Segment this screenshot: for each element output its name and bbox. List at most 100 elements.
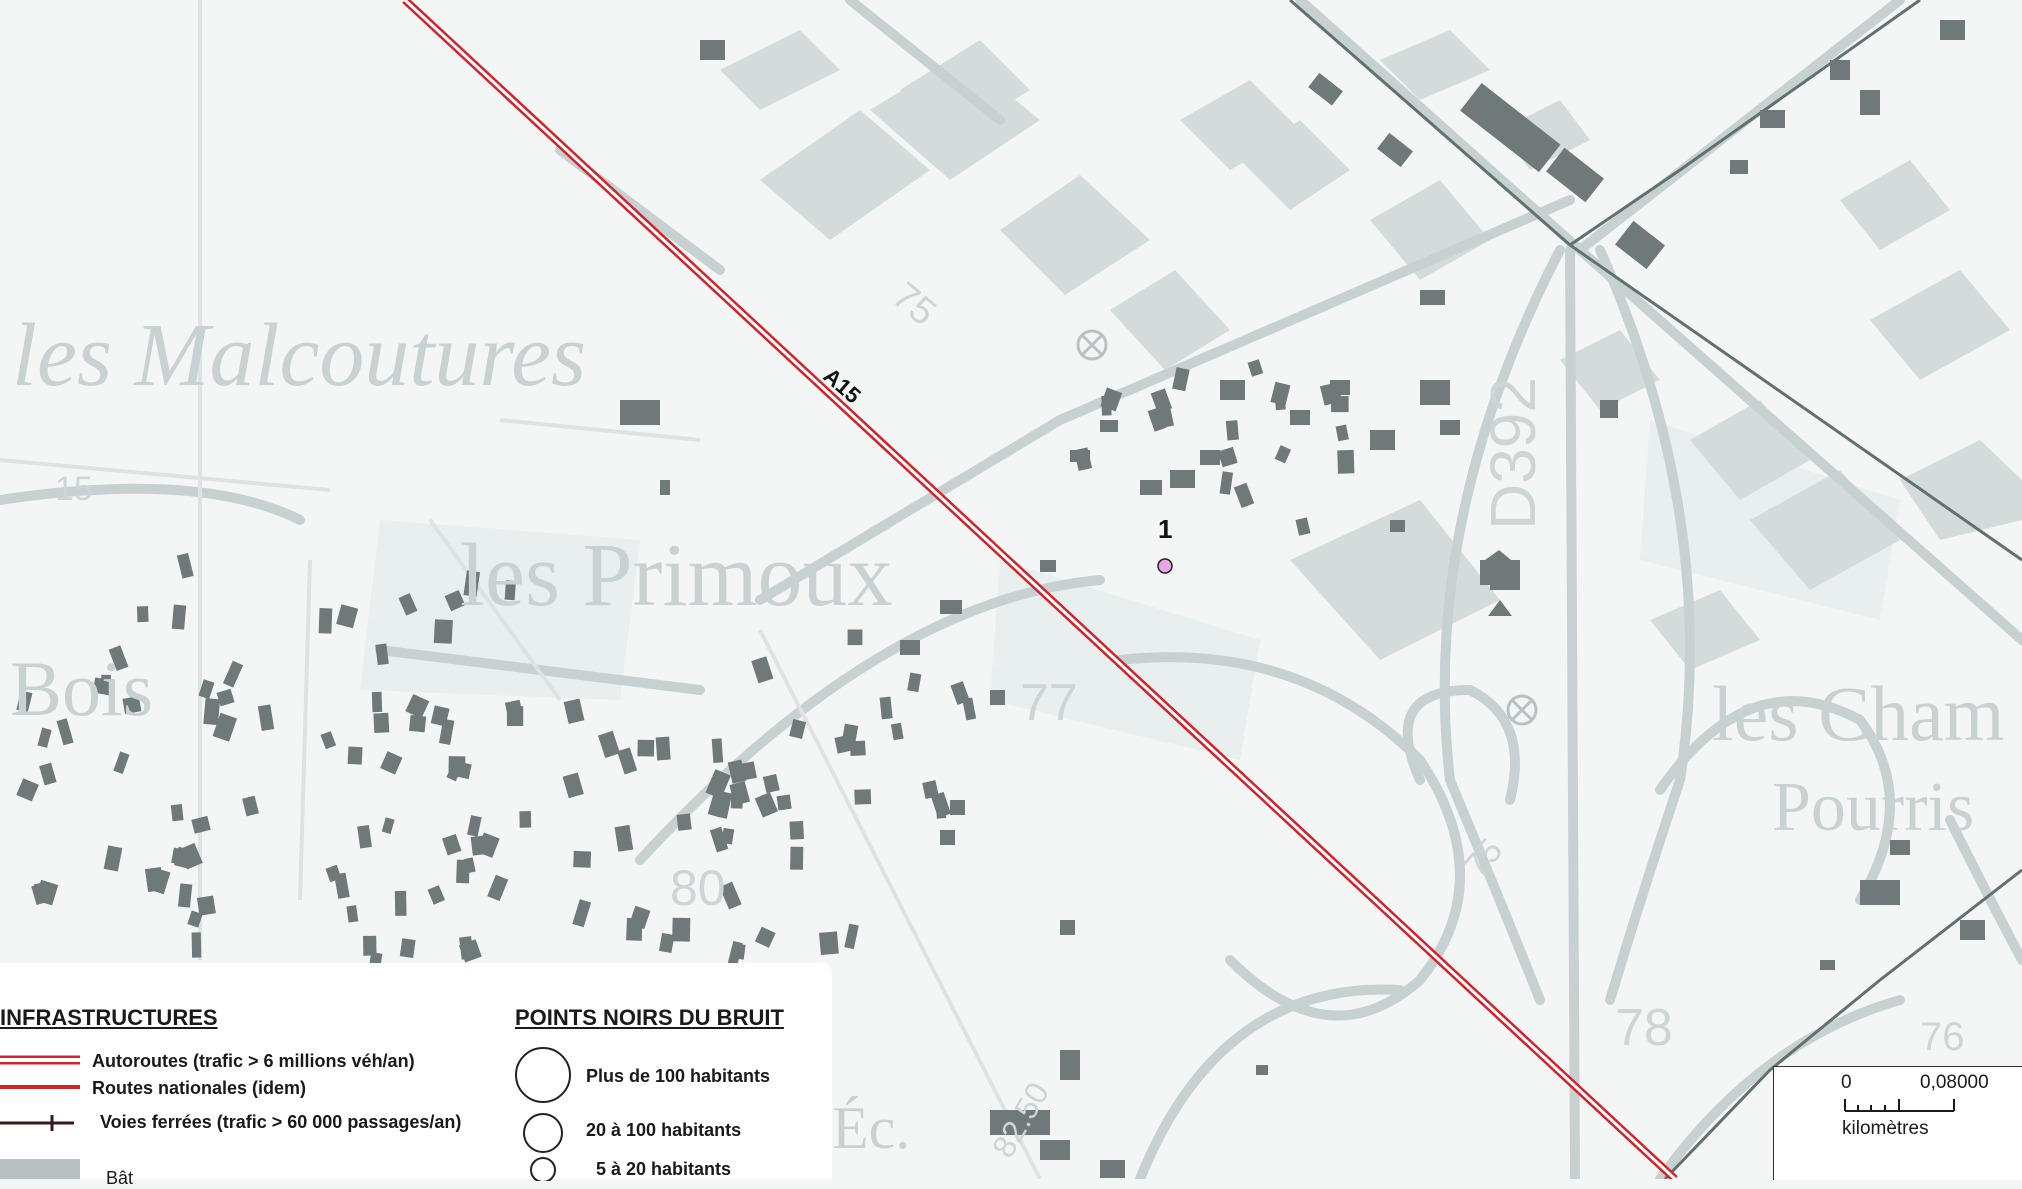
- building: [108, 645, 129, 671]
- building: [709, 826, 729, 853]
- building: [37, 727, 52, 748]
- building: [890, 722, 904, 741]
- building: [626, 917, 643, 941]
- building: [394, 890, 407, 916]
- residential-buildings[interactable]: [16, 359, 1355, 971]
- place-les-cham: les Cham: [1712, 670, 2004, 757]
- building: [433, 619, 453, 644]
- building: [762, 773, 780, 794]
- building: [854, 789, 872, 805]
- building: [789, 718, 807, 740]
- building: [170, 804, 184, 822]
- building: [463, 857, 476, 874]
- building: [363, 935, 377, 956]
- building: [818, 931, 839, 956]
- scale-bar: 0 0,08000 kilomètres: [1773, 1066, 2022, 1180]
- building: [398, 593, 418, 616]
- building: [572, 899, 592, 928]
- building: [1225, 420, 1239, 441]
- building: [907, 672, 922, 693]
- building: [597, 730, 621, 759]
- place-les-primoux: les Primoux: [460, 526, 893, 625]
- building: [573, 850, 592, 868]
- scale-unit: kilomètres: [1842, 1118, 1929, 1139]
- dark-buildings: [620, 20, 1985, 1178]
- triangle-marker-icon: [1488, 600, 1512, 616]
- building: [452, 761, 472, 780]
- building: [711, 738, 724, 763]
- scale-ruler-icon: [1844, 1099, 1955, 1112]
- contour-label: 80: [670, 860, 726, 916]
- noise-point-marker[interactable]: [1157, 558, 1173, 574]
- church-icon: [1076, 329, 1538, 726]
- contour-label: 75: [884, 275, 943, 334]
- legend-item-railway: Voies ferrées (trafic > 60 000 passages/…: [100, 1112, 462, 1132]
- place-names: les Malcoutures les Primoux Bois les Cha…: [10, 306, 2004, 1161]
- legend-item-5-20: 5 à 20 habitants: [596, 1159, 732, 1179]
- place-les-malcoutures: les Malcoutures: [12, 306, 586, 405]
- building: [847, 629, 863, 646]
- building: [375, 643, 389, 666]
- building: [563, 698, 585, 724]
- building: [487, 874, 509, 902]
- building: [717, 791, 733, 819]
- building: [879, 696, 893, 720]
- building: [441, 833, 462, 856]
- building: [191, 815, 211, 834]
- motorway-symbol: [0, 1055, 80, 1065]
- building: [444, 589, 466, 612]
- building: [962, 697, 977, 721]
- map-legend: INFRASTRUCTURES Autoroutes (trafic > 6 m…: [0, 963, 832, 1188]
- building: [196, 895, 216, 916]
- building: [373, 712, 390, 734]
- building: [100, 674, 112, 694]
- building: [198, 679, 215, 700]
- contour-label: 76: [1920, 1015, 1965, 1059]
- national-road-symbol: [0, 1085, 80, 1089]
- building: [637, 739, 655, 757]
- building: [191, 932, 202, 958]
- building: [1101, 395, 1112, 416]
- building: [504, 580, 516, 601]
- building: [922, 780, 939, 800]
- building: [676, 813, 692, 831]
- building: [844, 923, 859, 950]
- contour-label: 15: [55, 470, 93, 508]
- building: [658, 932, 675, 954]
- building: [16, 778, 39, 802]
- building: [33, 882, 47, 904]
- noise-point-label: 1: [1158, 514, 1172, 544]
- building: [222, 660, 244, 688]
- building: [467, 815, 482, 837]
- building: [381, 817, 395, 835]
- railway-symbol: [0, 1115, 74, 1131]
- building: [336, 604, 359, 629]
- circle-large-icon: [515, 1047, 571, 1103]
- building: [176, 552, 194, 579]
- building: [380, 751, 403, 775]
- circle-small-icon: [530, 1157, 556, 1181]
- building: [16, 690, 33, 713]
- legend-item-national-road: Routes nationales (idem): [92, 1078, 307, 1098]
- building: [177, 883, 193, 908]
- circle-medium-icon: [523, 1113, 563, 1153]
- building-cluster-icon: [1485, 550, 1511, 578]
- building-symbol: [0, 1159, 80, 1179]
- building: [1337, 449, 1355, 474]
- building: [562, 772, 584, 799]
- building: [935, 797, 947, 819]
- building: [320, 731, 337, 750]
- building: [178, 842, 203, 870]
- building: [430, 705, 450, 727]
- building: [203, 698, 221, 726]
- building: [754, 926, 776, 948]
- building: [1274, 445, 1292, 464]
- building: [346, 905, 359, 923]
- building: [144, 866, 165, 893]
- building: [318, 608, 333, 634]
- building: [171, 604, 187, 630]
- legend-noise-title: POINTS NOIRS DU BRUIT: [515, 1005, 784, 1030]
- building: [216, 688, 235, 707]
- contour-label: 78: [1615, 999, 1673, 1057]
